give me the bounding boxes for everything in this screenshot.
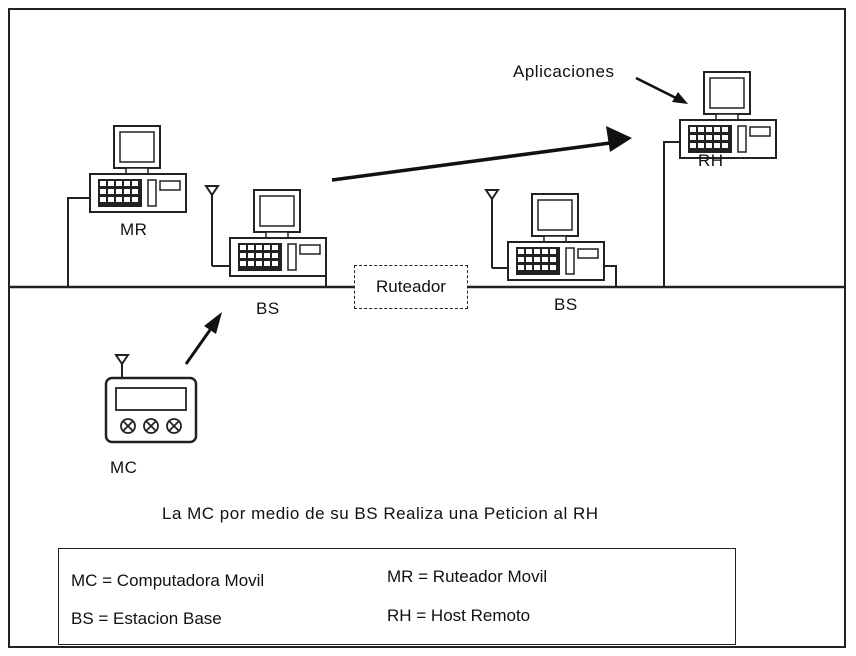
mc-label: MC — [110, 458, 137, 478]
legend-mc: MC = Computadora Movil — [71, 571, 264, 591]
aplicaciones-label: Aplicaciones — [513, 62, 614, 82]
bs-right-label: BS — [554, 295, 578, 315]
arrow-mc-to-bs — [186, 312, 222, 364]
mr-computer-icon — [68, 126, 186, 287]
base-station-right-icon — [486, 190, 616, 287]
diagram-caption: La MC por medio de su BS Realiza una Pet… — [162, 504, 599, 524]
rh-label: RH — [698, 151, 724, 171]
legend-mr: MR = Ruteador Movil — [387, 567, 547, 587]
arrow-aplicaciones-pointer — [636, 78, 688, 104]
legend-bs: BS = Estacion Base — [71, 609, 222, 629]
mc-mobile-device-icon — [106, 355, 196, 442]
legend-box: MC = Computadora Movil MR = Ruteador Mov… — [58, 548, 736, 645]
router-box: Ruteador — [354, 265, 468, 309]
arrow-bs-to-rh — [332, 126, 632, 180]
base-station-left-icon — [206, 186, 326, 287]
rh-computer-icon — [664, 72, 776, 287]
legend-rh: RH = Host Remoto — [387, 606, 530, 626]
router-label: Ruteador — [376, 277, 446, 297]
mr-label: MR — [120, 220, 147, 240]
bs-left-label: BS — [256, 299, 280, 319]
